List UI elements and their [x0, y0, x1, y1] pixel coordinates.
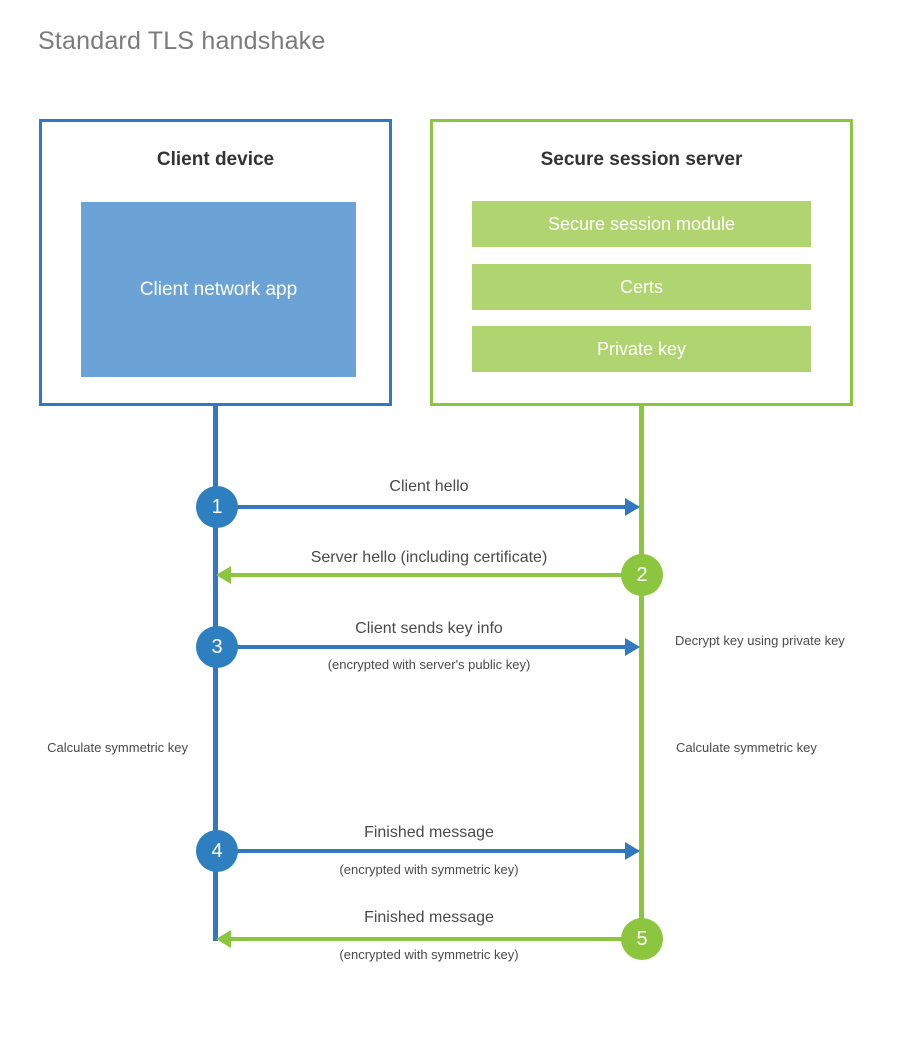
step-4-number-badge: 4	[196, 830, 238, 872]
step-1-label: Client hello	[389, 478, 469, 495]
step-2-arrow-line	[231, 573, 642, 577]
page-title: Standard TLS handshake	[38, 27, 326, 55]
step-3-number-badge: 3	[196, 626, 238, 668]
step-5-arrow-head-icon	[216, 930, 231, 948]
step-3-arrow-head-icon	[625, 638, 640, 656]
step-5-label: Finished message	[364, 909, 494, 926]
client-network-app-block: Client network app	[81, 202, 356, 377]
step-4-label: Finished message	[364, 824, 494, 841]
client-network-app-label: Client network app	[139, 278, 298, 300]
client-device-title: Client device	[156, 149, 275, 170]
step-1-number-badge: 1	[196, 486, 238, 528]
step-2-number-badge: 2	[621, 554, 663, 596]
step-5-sublabel: (encrypted with symmetric key)	[339, 947, 519, 962]
secure-session-server-title: Secure session server	[540, 149, 743, 170]
step-3-label: Client sends key info	[355, 620, 503, 637]
step-1-arrow-line	[216, 505, 626, 509]
client-device-box: Client device Client network app	[39, 119, 392, 406]
server-component-certs: Certs	[472, 264, 811, 310]
server-decrypt-key-note: Decrypt key using private key	[675, 633, 845, 648]
step-4-arrow-line	[216, 849, 626, 853]
client-lifeline	[213, 406, 218, 941]
client-calculate-symmetric-key-note: Calculate symmetric key	[47, 740, 188, 755]
server-component-secure-session-module: Secure session module	[472, 201, 811, 247]
step-2-arrow-head-icon	[216, 566, 231, 584]
secure-session-server-box: Secure session server Secure session mod…	[430, 119, 853, 406]
step-3-sublabel: (encrypted with server's public key)	[327, 657, 531, 672]
step-5-number-badge: 5	[621, 918, 663, 960]
step-4-sublabel: (encrypted with symmetric key)	[339, 862, 519, 877]
step-4-arrow-head-icon	[625, 842, 640, 860]
step-3-arrow-line	[216, 645, 626, 649]
step-2-label: Server hello (including certificate)	[310, 549, 548, 566]
server-calculate-symmetric-key-note: Calculate symmetric key	[676, 740, 817, 755]
step-5-arrow-line	[231, 937, 642, 941]
server-component-private-key: Private key	[472, 326, 811, 372]
step-1-arrow-head-icon	[625, 498, 640, 516]
server-lifeline	[639, 406, 644, 941]
